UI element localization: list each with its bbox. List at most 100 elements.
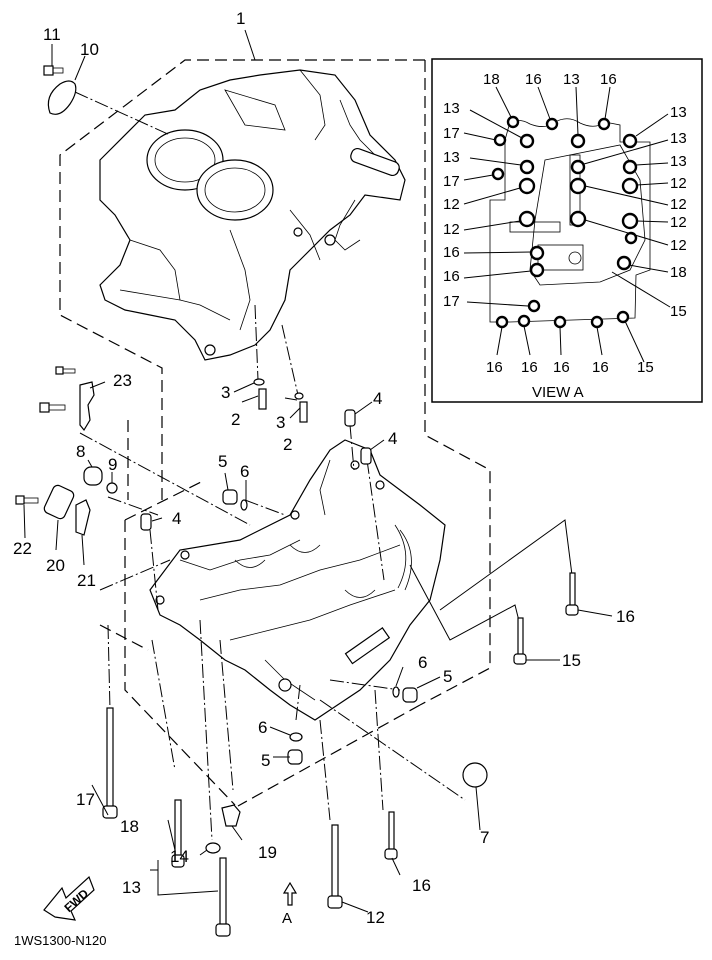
- callout-23: 23: [113, 371, 132, 390]
- diagram-stroke: [237, 704, 421, 807]
- diagram-stroke: [354, 401, 373, 415]
- part-14-washer: [205, 842, 221, 854]
- part-22-bolt: [15, 495, 39, 505]
- lower-crankcase: [149, 439, 446, 721]
- callout-3a: 3: [221, 383, 230, 402]
- diagram-stroke: [604, 86, 611, 120]
- diagram-stroke: [74, 91, 171, 136]
- callout-18: 18: [120, 817, 139, 836]
- callout-labels: 1 11 10 23 3 2 3 2 4 4 4 5 6 8 9 22 20 2…: [13, 9, 635, 927]
- diagram-stroke: [59, 59, 425, 500]
- callout-6b: 6: [418, 653, 427, 672]
- callout-4a: 4: [373, 389, 382, 408]
- callout-label: 12: [670, 175, 687, 192]
- diagram-stroke: [278, 678, 292, 692]
- callout-3b: 3: [276, 413, 285, 432]
- callout-label: 16: [592, 359, 609, 376]
- view-a-inset: 18 16 13 16 13 17 13 17 12 12 16 16 17 1…: [431, 58, 703, 403]
- diagram-stroke: [527, 299, 541, 313]
- diagram-stroke: [106, 707, 114, 809]
- diagram-stroke: [344, 627, 391, 665]
- part-4-dowel-b: [360, 447, 372, 465]
- diagram-stroke: [475, 786, 481, 831]
- reference-code: 1WS1300-N120: [14, 933, 107, 948]
- diagram-stroke: [74, 55, 86, 81]
- view-a-arrow-icon: A: [282, 881, 298, 927]
- diagram-stroke: [611, 271, 671, 308]
- diagram-stroke: [180, 550, 190, 560]
- callout-label: 13: [670, 130, 687, 147]
- diagram-stroke: [616, 255, 632, 271]
- callout-label: 16: [443, 244, 460, 261]
- view-a-frame: [431, 58, 703, 403]
- diagram-stroke: [319, 699, 466, 801]
- long-bolts: [102, 572, 579, 937]
- diagram-stroke: [349, 424, 355, 471]
- part-7-plug: [462, 762, 488, 788]
- diagram-stroke: [369, 439, 385, 451]
- diagram-stroke: [107, 496, 159, 516]
- diagram-stroke: [48, 404, 66, 411]
- diagram-stroke: [329, 679, 401, 691]
- diagram-stroke: [565, 604, 579, 616]
- diagram-stroke: [399, 529, 412, 591]
- diagram-stroke: [179, 539, 301, 571]
- part-17-bolt: [102, 707, 118, 819]
- callout-leaders: [23, 29, 613, 913]
- callout-4c: 4: [172, 509, 181, 528]
- diagram-stroke: [624, 231, 638, 245]
- callout-label: 16: [486, 359, 503, 376]
- callout-label: 17: [443, 125, 460, 142]
- diagram-stroke: [569, 177, 587, 195]
- callout-label: 12: [443, 196, 460, 213]
- diagram-stroke: [204, 344, 216, 356]
- callout-8: 8: [76, 442, 85, 461]
- diagram-stroke: [224, 472, 229, 491]
- part-6-oring-c: [289, 732, 303, 742]
- diagram-stroke: [102, 805, 118, 819]
- diagram-stroke: [341, 901, 369, 913]
- diagram-stroke: [568, 251, 582, 265]
- diagram-stroke: [39, 402, 50, 413]
- diagram-stroke: [622, 159, 638, 175]
- callout-label: 15: [637, 359, 654, 376]
- diagram-stroke: [204, 167, 266, 213]
- diagram-stroke: [495, 86, 512, 118]
- diagram-stroke: [374, 689, 384, 811]
- diagram-stroke: [229, 229, 251, 331]
- diagram-stroke: [636, 182, 669, 186]
- diagram-stroke: [395, 666, 404, 687]
- diagram-stroke: [234, 559, 266, 568]
- callout-label: 13: [443, 100, 460, 117]
- callout-6a: 6: [240, 462, 249, 481]
- callout-label: 17: [443, 173, 460, 190]
- part-23-bracket: [79, 381, 95, 432]
- diagram-stroke: [23, 504, 26, 539]
- diagram-stroke: [254, 304, 259, 381]
- diagram-stroke: [62, 368, 76, 374]
- diagram-stroke: [583, 139, 669, 165]
- callout-5c: 5: [261, 751, 270, 770]
- diagram-stroke: [518, 210, 536, 228]
- callout-label: 16: [443, 268, 460, 285]
- part-2-stud-b: [299, 401, 308, 423]
- diagram-stroke: [129, 239, 181, 301]
- diagram-stroke: [463, 270, 532, 279]
- diagram-stroke: [489, 118, 651, 323]
- diagram-stroke: [281, 324, 299, 396]
- diagram-stroke: [509, 221, 561, 233]
- diagram-stroke: [636, 220, 669, 223]
- diagram-stroke: [299, 69, 326, 141]
- diagram-stroke: [537, 86, 551, 120]
- callout-14: 14: [170, 847, 189, 866]
- fwd-arrow-icon: FWD: [43, 875, 95, 921]
- diagram-stroke: [253, 378, 265, 386]
- diagram-stroke: [171, 854, 185, 868]
- diagram-stroke: [388, 811, 395, 855]
- diagram-stroke: [199, 849, 208, 856]
- diagram-stroke: [570, 159, 586, 175]
- upper-case-dashed-outline: [59, 59, 491, 706]
- diagram-stroke: [439, 519, 573, 611]
- part-21-gasket: [75, 499, 91, 536]
